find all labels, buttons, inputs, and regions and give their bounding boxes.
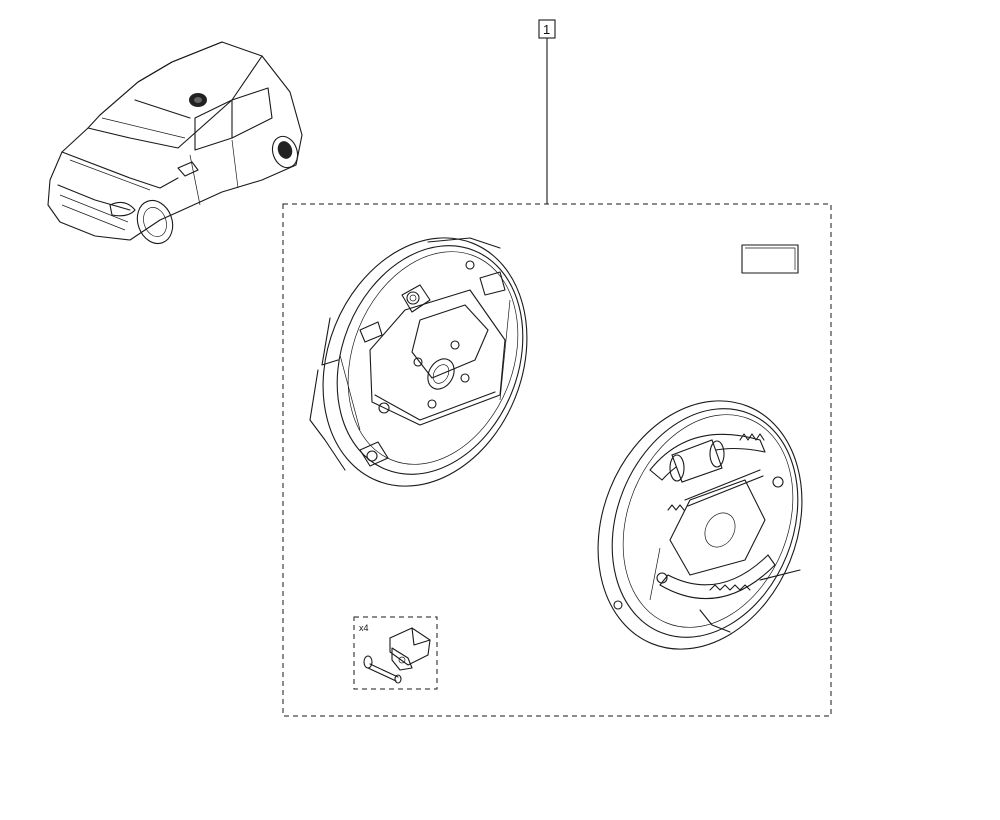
kit-boundary: [282, 203, 832, 717]
fixing-kit: x4: [353, 616, 438, 690]
label-plate: [741, 244, 799, 274]
callout-number: 1: [543, 22, 550, 37]
callout: 1: [538, 19, 556, 205]
brake-backing-plate: [309, 237, 528, 487]
fixing-kit-boundary: [353, 616, 438, 690]
brake-shoe-assembly: [597, 400, 803, 650]
vehicle-illustration: [47, 41, 303, 245]
quantity-label: x4: [359, 623, 369, 633]
